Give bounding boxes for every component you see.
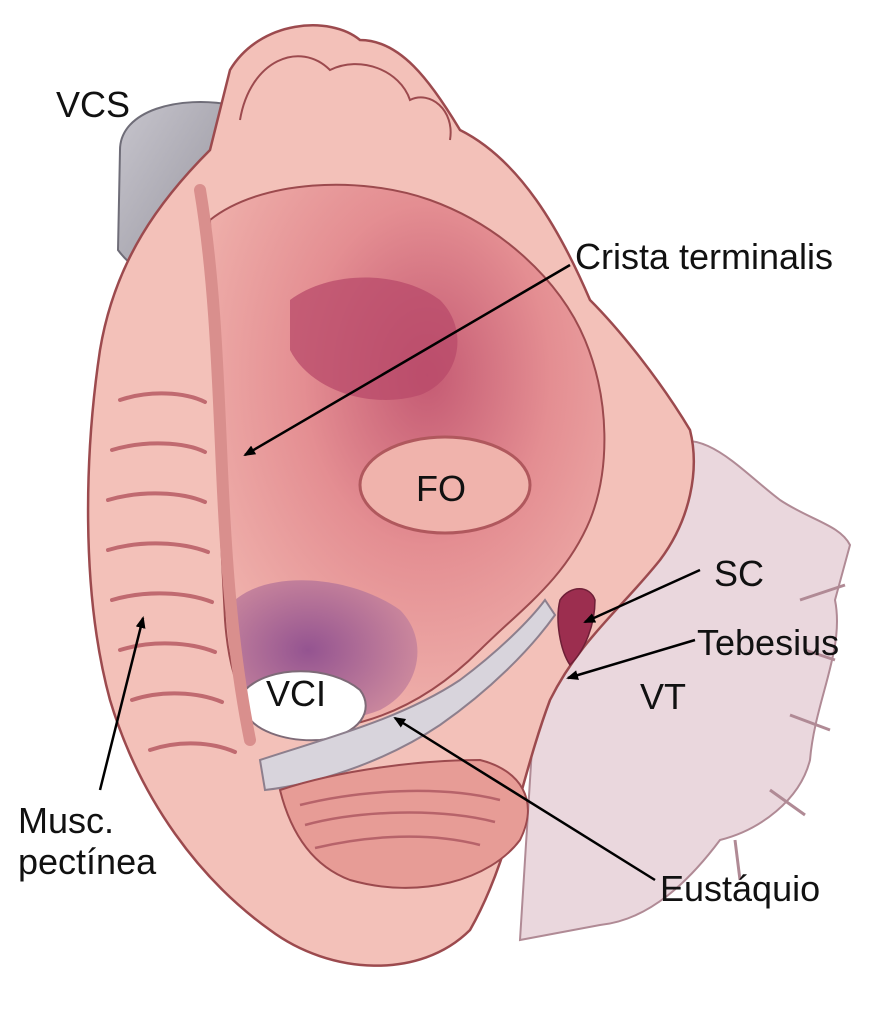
tricuspid-chordae [733,583,846,881]
label-eustaquio: Eustáquio [660,868,821,909]
crista-terminalis-ridge [194,184,256,746]
label-fo: FO [416,468,466,509]
arrow-sc [583,568,701,624]
label-crista-terminalis: Crista terminalis [575,236,834,277]
atrial-floor [278,758,529,889]
label-musc-pectinea: Musc. pectínea [18,800,218,883]
label-vt: VT [640,676,687,717]
floor-ridges [299,789,501,850]
label-musc-line2: pectínea [18,841,157,883]
inferior-vena-cava-opening [244,670,367,742]
label-tebesius: Tebesius [697,622,840,663]
callout-arrows [98,263,701,882]
label-vci: VCI [266,673,327,714]
arrow-musc [98,616,146,791]
arrow-tebesius [566,638,696,680]
cavity-shadow [290,277,458,400]
label-sc: SC [714,553,765,594]
arrow-crista [243,263,571,457]
fossa-ovalis-shape [358,435,532,535]
label-musc-line1: Musc. [18,800,115,841]
eustachian-valve-shape [258,598,557,792]
pectinate-muscles [106,391,237,754]
coronary-sinus-shape [557,588,596,667]
label-vcs: VCS [56,84,131,125]
arrow-eustaquio [393,716,656,882]
auricle-lobes [239,55,452,141]
